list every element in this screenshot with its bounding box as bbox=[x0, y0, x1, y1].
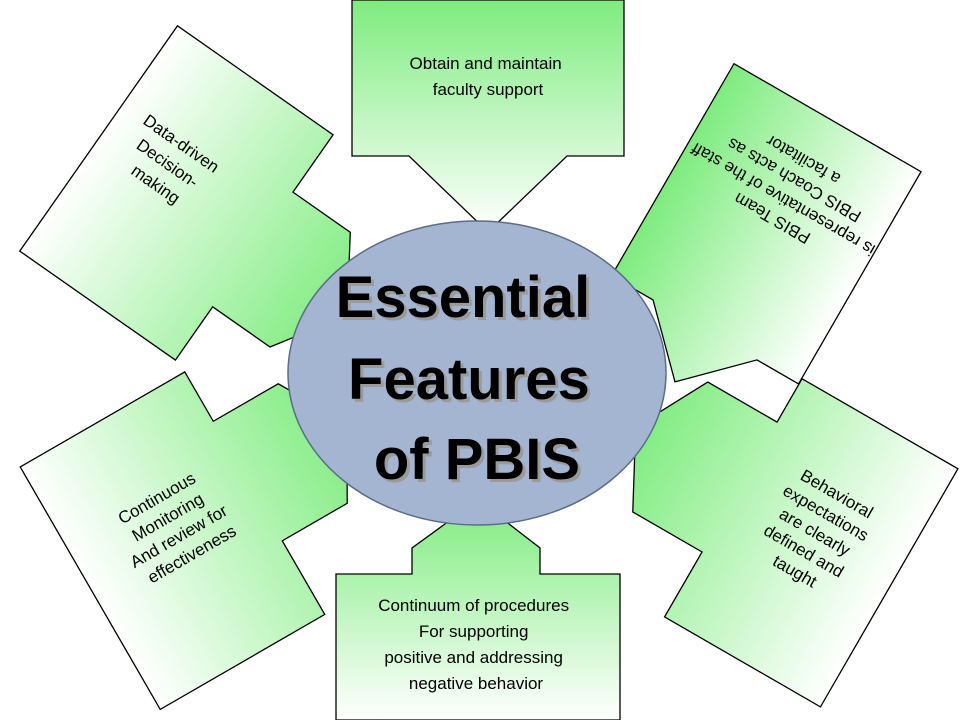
bottom-line-4: negative behavior bbox=[409, 674, 544, 693]
center-line-1: Essential bbox=[336, 265, 591, 330]
center-shadow-2: Features bbox=[351, 350, 593, 415]
arrow-top-right: PBIS Team is representative of the staff… bbox=[610, 62, 922, 385]
svg-text:Continuum of procedures: Continuum of procedures For supporting p… bbox=[378, 596, 574, 693]
arrow-left: Continuous Monitoring And review for eff… bbox=[19, 371, 348, 711]
top-line-2: faculty support bbox=[433, 80, 544, 99]
arrow-top: Obtain and maintain faculty support bbox=[351, 0, 625, 233]
center-shadow-1: Essential bbox=[339, 268, 594, 333]
arrow-bottom: Continuum of procedures For supporting p… bbox=[335, 499, 621, 720]
bottom-line-1: Continuum of procedures bbox=[378, 596, 569, 615]
bottom-line-2: For supporting bbox=[419, 622, 529, 641]
center-shadow-3: of PBIS bbox=[377, 430, 583, 495]
top-line-1: Obtain and maintain bbox=[410, 54, 562, 73]
center-ellipse bbox=[287, 220, 667, 526]
center-line-3: of PBIS bbox=[374, 427, 580, 492]
center-line-2: Features bbox=[348, 347, 590, 412]
bottom-line-3: positive and addressing bbox=[384, 648, 563, 667]
arrow-right: Behavioral expectations are clearly defi… bbox=[632, 377, 959, 708]
center-title: Essential Features of PBIS Essential Fea… bbox=[336, 265, 610, 495]
svg-text:Essential Features: Essential Features of PBIS bbox=[336, 265, 607, 492]
svg-text:Obtain and maintain facu: Obtain and maintain faculty support bbox=[410, 54, 567, 99]
svg-text:Essential Features: Essential Features of PBIS bbox=[339, 268, 610, 495]
